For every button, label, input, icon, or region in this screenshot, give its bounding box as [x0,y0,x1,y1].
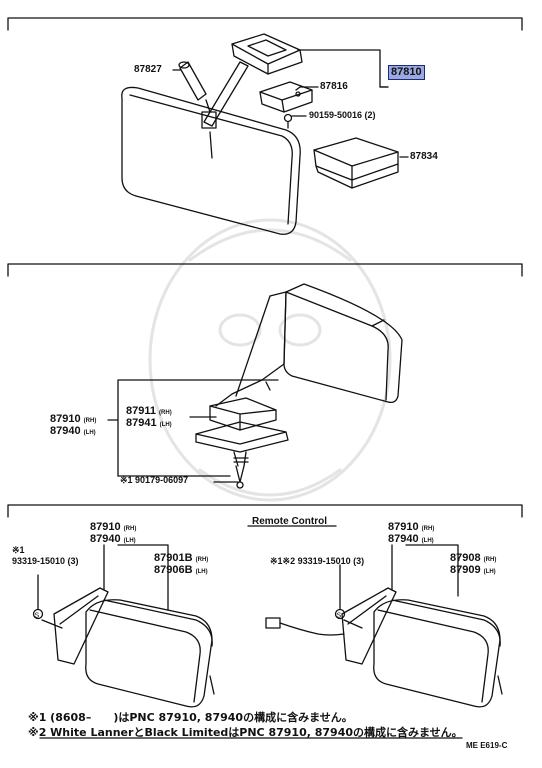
inner-mirror [121,86,301,235]
label-87827[interactable]: 87827 [134,64,162,75]
label-87834[interactable]: 87834 [410,151,438,162]
left-mirror [53,587,215,708]
leaders-section3-left [37,544,169,629]
cover-87834 [313,137,399,189]
footer-code: ME E619-C [466,741,508,750]
bracket-87816 [259,81,313,113]
outer-mirror-body [283,283,403,404]
note-2: ※2 White LannerとBlack LimitedはPNC 87910,… [28,726,463,739]
screw-90159 [283,113,293,129]
label-87910[interactable]: 87910 (RH) [50,413,97,425]
label-90159-50016[interactable]: 90159-50016 (2) [309,110,376,120]
stay-mount-87810 [231,33,303,75]
label-87816[interactable]: 87816 [320,81,348,92]
section1-frame [7,17,523,31]
connector-harness [265,617,345,636]
label-left-93319[interactable]: 93319-15010 (3) [12,556,79,566]
label-87911[interactable]: 87911 (RH) [126,405,172,417]
section3-frame [7,504,523,518]
label-right-87910[interactable]: 87910 (RH) [388,521,435,533]
label-left-87910[interactable]: 87910 (RH) [90,521,137,533]
right-screw-symbol: S [337,613,342,620]
label-left-87901b[interactable]: 87901B (RH) [154,552,209,564]
outer-mirror-stud [233,451,249,489]
section2-frame [7,263,523,277]
leaders-section1 [172,49,409,158]
label-87941[interactable]: 87941 (LH) [126,417,172,429]
leaders-section2 [107,379,279,483]
outer-mirror-arm [215,291,287,407]
left-screw-symbol: S [35,613,40,620]
label-right-87909[interactable]: 87909 (LH) [450,564,496,576]
label-remote-control: Remote Control [252,516,327,527]
label-right-93319[interactable]: ※1※2 93319-15010 (3) [270,556,365,566]
outer-mirror-base [195,397,289,453]
watermark [148,218,392,502]
pad-87827 [178,61,207,101]
label-right-87908[interactable]: 87908 (RH) [450,552,497,564]
label-left-87940[interactable]: 87940 (LH) [90,533,136,545]
label-87940[interactable]: 87940 (LH) [50,425,96,437]
mirror-stay [201,61,249,129]
label-90179-06097[interactable]: ※1 90179-06097 [120,475,189,485]
label-left-mark: ※1 [12,545,25,555]
label-87810-highlighted[interactable]: 87810 [388,65,425,80]
label-right-87940[interactable]: 87940 (LH) [388,533,434,545]
leaders-section3-right [339,544,459,629]
note-1: ※1 (8608– )はPNC 87910, 87940の構成に含みません。 [28,711,353,724]
label-left-87906b[interactable]: 87906B (LH) [154,564,208,576]
right-mirror [341,587,503,708]
